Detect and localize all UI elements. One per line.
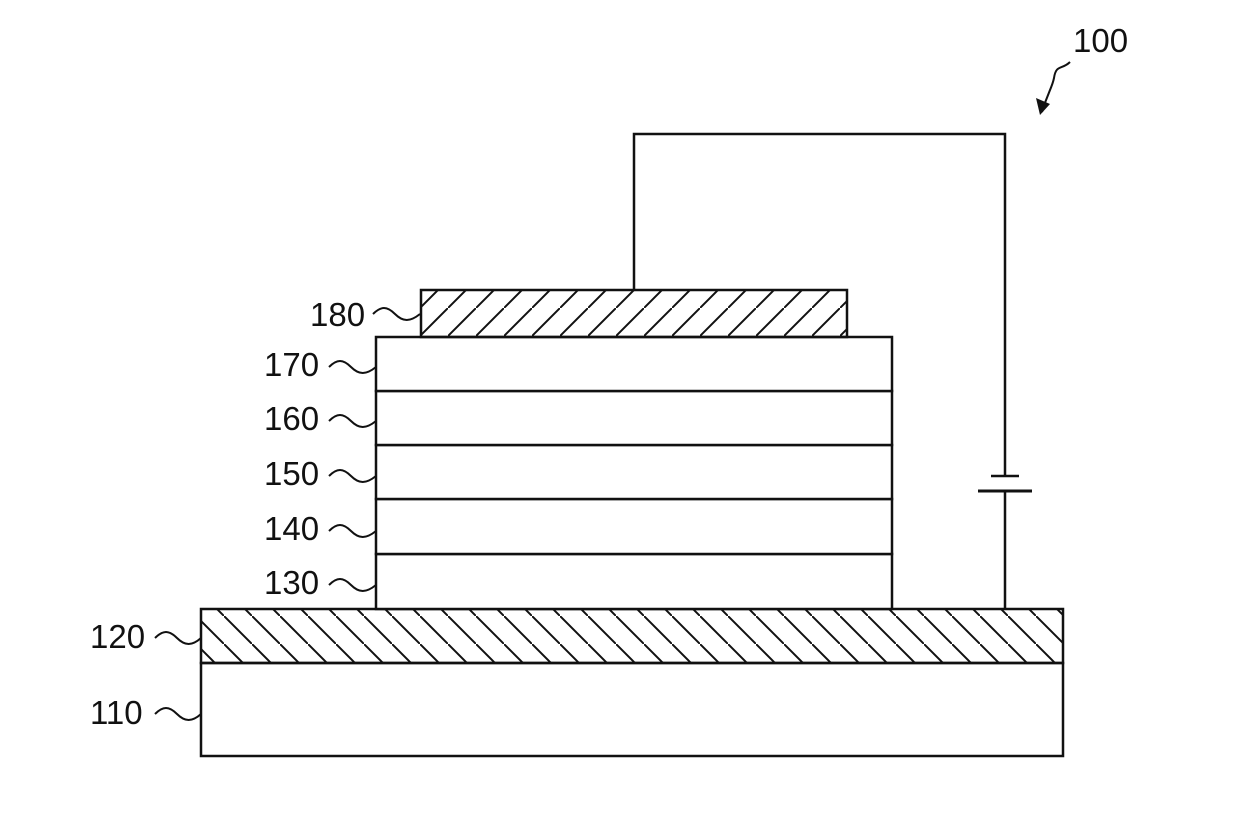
leader-140 — [329, 525, 376, 537]
layer-110-substrate — [201, 663, 1063, 756]
layer-130 — [376, 554, 892, 609]
leader-120 — [155, 632, 201, 644]
label-140: 140 — [264, 510, 319, 547]
layer-120-electrode — [201, 609, 1063, 663]
label-110: 110 — [90, 694, 143, 731]
label-130: 130 — [264, 564, 319, 601]
device-ref-arrowhead — [1036, 98, 1050, 115]
leader-150 — [329, 470, 376, 482]
layer-170 — [376, 337, 892, 391]
layer-180-electrode — [421, 290, 847, 337]
leader-170 — [329, 361, 376, 373]
label-120: 120 — [90, 618, 145, 655]
label-180: 180 — [310, 296, 365, 333]
layer-160 — [376, 391, 892, 445]
layer-140 — [376, 499, 892, 554]
leader-110 — [155, 708, 201, 720]
label-160: 160 — [264, 400, 319, 437]
leader-180 — [373, 308, 420, 320]
layer-150 — [376, 445, 892, 499]
label-170: 170 — [264, 346, 319, 383]
device-ref-label: 100 — [1073, 22, 1128, 59]
leader-160 — [329, 415, 376, 427]
label-150: 150 — [264, 455, 319, 492]
leader-130 — [329, 579, 376, 591]
